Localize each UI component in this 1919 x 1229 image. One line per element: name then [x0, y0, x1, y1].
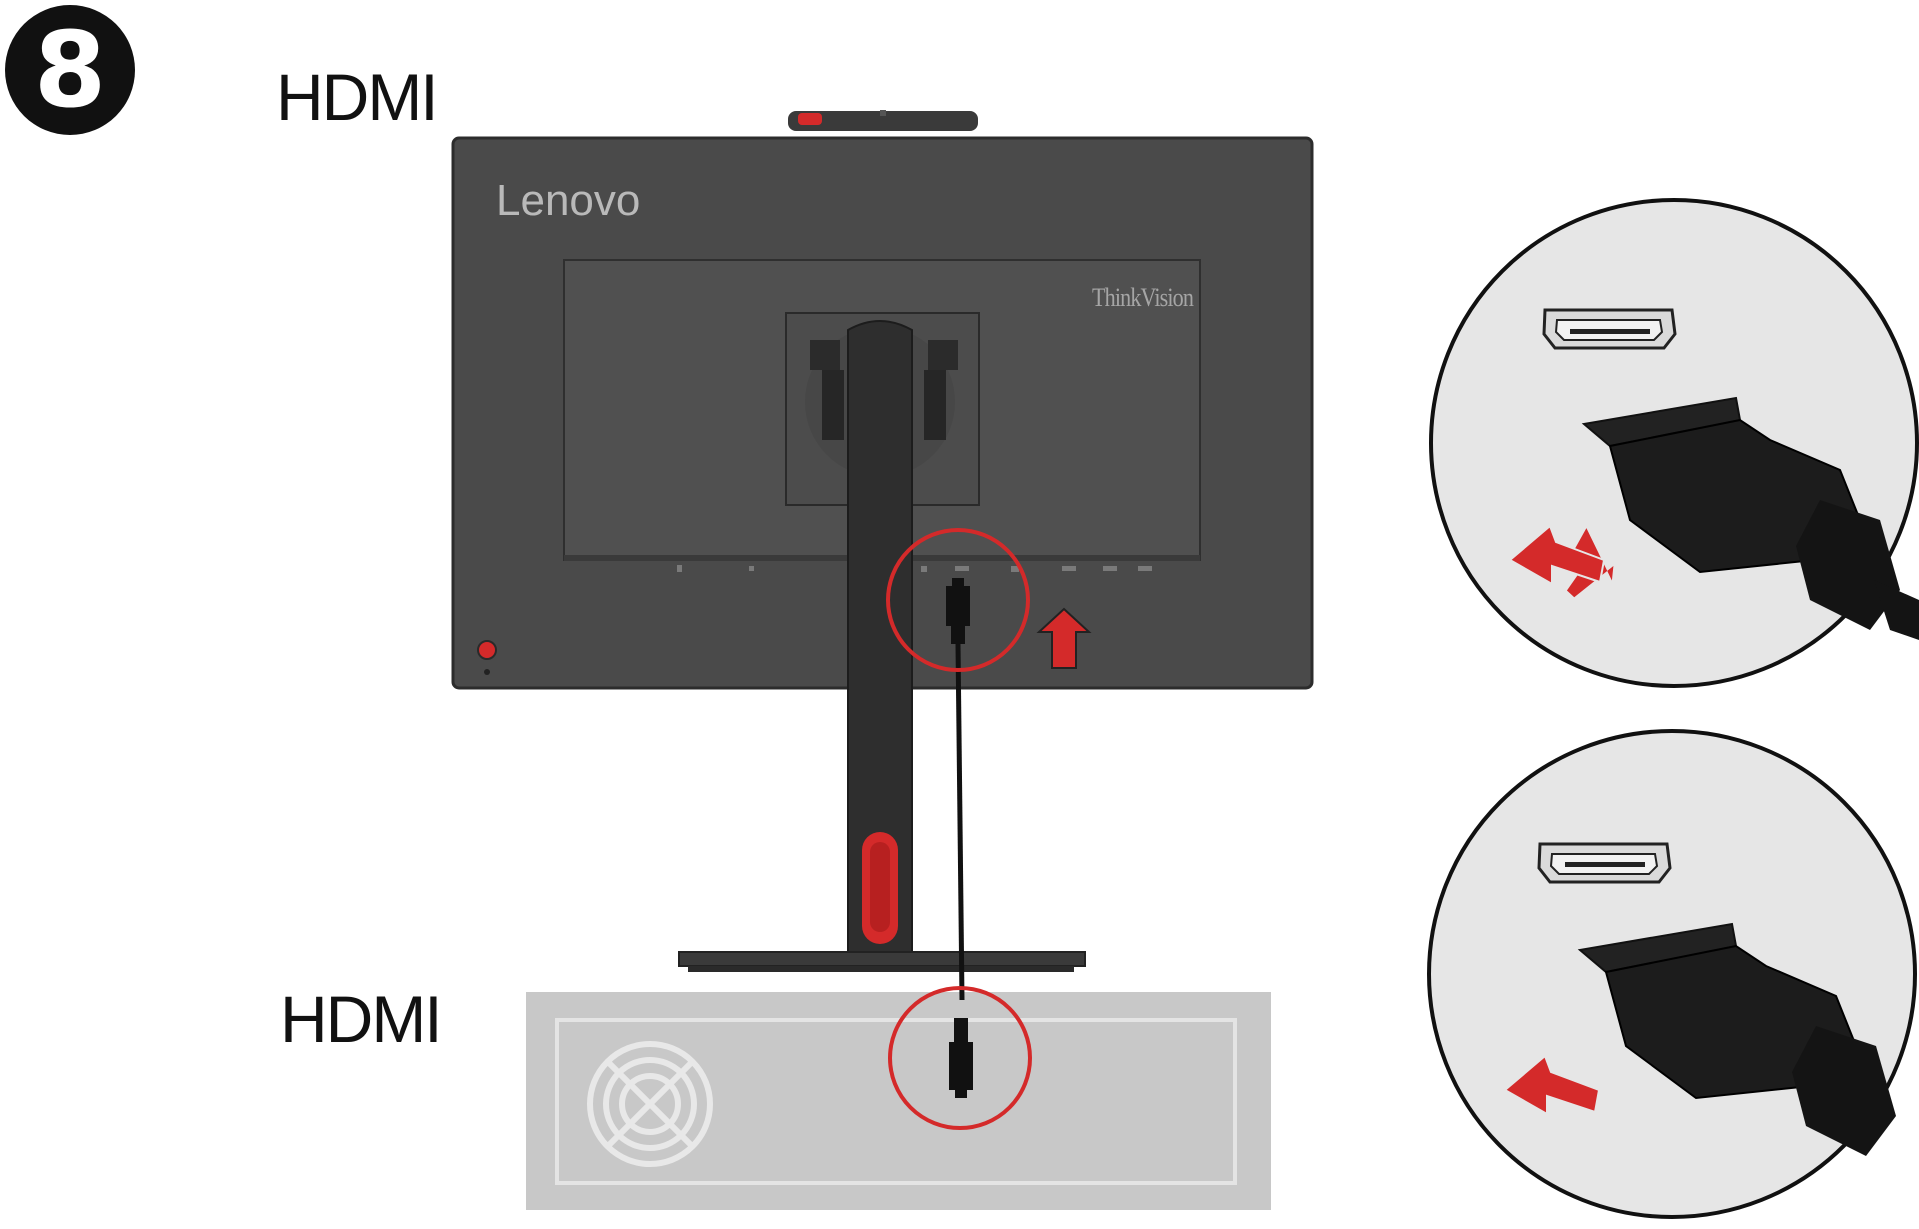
- hdmi-plug-icon-pc: [1577, 922, 1896, 1156]
- webcam-icon: [788, 110, 978, 131]
- callout-circle-pc-port: [888, 986, 1032, 1130]
- detail-callout-monitor: [1429, 198, 1919, 688]
- monitor-stand: [678, 320, 1086, 972]
- hdmi-label-bottom: HDMI: [280, 982, 443, 1056]
- hdmi-label-top: HDMI: [276, 60, 439, 134]
- hdmi-cable: [946, 578, 973, 1098]
- hdmi-port-icon-pc: [1537, 842, 1672, 884]
- lenovo-logo: Lenovo: [496, 176, 641, 225]
- fan-grille-icon: [587, 1041, 713, 1167]
- step-number-badge: 8: [5, 5, 135, 135]
- callout-circle-monitor-port: [886, 528, 1030, 672]
- power-button-icon: [477, 640, 497, 675]
- hdmi-plug-icon: [1581, 396, 1919, 640]
- insert-arrow-icon: [1036, 607, 1092, 669]
- detail-callout-pc: [1427, 729, 1917, 1219]
- hdmi-port-icon: [1542, 308, 1677, 350]
- thinkvision-logo: ThinkVision: [1092, 283, 1194, 312]
